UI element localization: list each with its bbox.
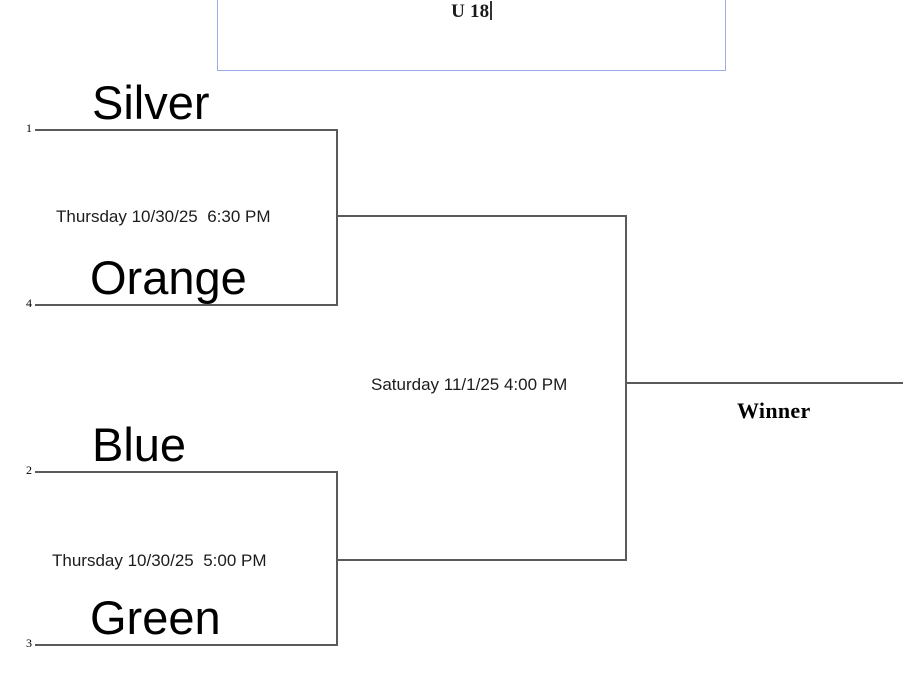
bracket-connector-lower-semifinal (336, 471, 338, 646)
game-time-upper-semifinal: Thursday 10/30/25 6:30 PM (56, 207, 271, 226)
seed-number-green: 3 (26, 636, 32, 650)
division-title-textbox[interactable]: U 18 (217, 0, 726, 71)
bracket-connector-final (625, 215, 627, 561)
team-name-green: Green (90, 591, 221, 644)
seed-number-silver: 1 (26, 121, 32, 135)
bracket-line-orange (35, 304, 338, 306)
bracket-line-silver (35, 129, 338, 131)
bracket-line-blue (35, 471, 338, 473)
bracket-line-green (35, 644, 338, 646)
team-name-orange: Orange (90, 251, 247, 304)
team-name-blue: Blue (92, 418, 187, 471)
team-name-silver: Silver (92, 76, 210, 129)
game-time-lower-semifinal: Thursday 10/30/25 5:00 PM (52, 551, 267, 570)
division-title-text[interactable]: U 18 (451, 1, 490, 22)
game-time-final: Saturday 11/1/25 4:00 PM (371, 375, 568, 394)
seed-number-blue: 2 (26, 463, 32, 477)
bracket-advance-line-final (625, 382, 903, 384)
bracket-advance-line-lower-semifinal (336, 559, 627, 561)
bracket-connector-upper-semifinal (336, 129, 338, 306)
winner-label: Winner (737, 398, 811, 423)
division-title-text-wrap: U 18 (218, 1, 725, 21)
seed-number-orange: 4 (26, 296, 32, 310)
text-cursor-caret (490, 1, 492, 20)
bracket-advance-line-upper-semifinal (336, 215, 627, 217)
